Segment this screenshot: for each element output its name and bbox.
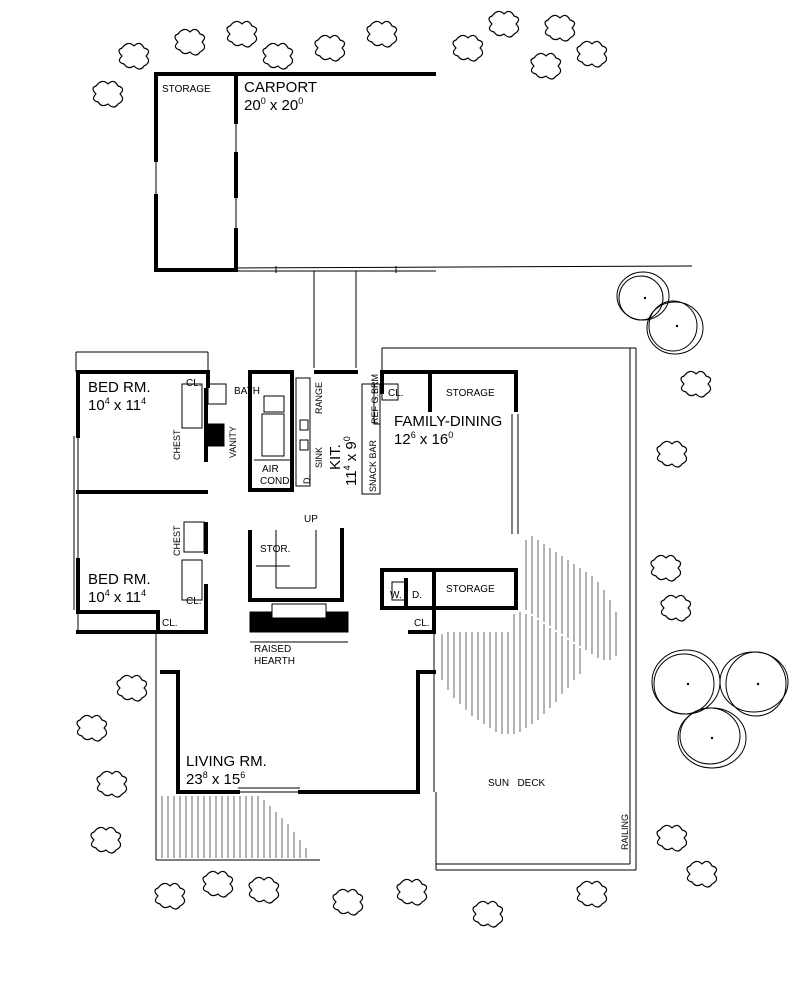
storage-family-label: STORAGE [446, 388, 495, 399]
carport-walls [154, 72, 693, 368]
cl-bed1-label: CL. [186, 378, 202, 389]
air-cond-label-2: COND [260, 476, 289, 487]
family-dining-name: FAMILY-DINING [394, 413, 502, 430]
storage-lower-label: STORAGE [446, 584, 495, 595]
landscaping [76, 10, 789, 928]
refg-label: REF G. [370, 394, 380, 424]
bed-rm-1-dimensions: 104 x 114 [88, 396, 146, 414]
raised-hearth-label-2: HEARTH [254, 656, 295, 667]
dryer-label: D. [412, 590, 422, 601]
vanity-label: VANITY [228, 426, 238, 458]
carport-storage-label: STORAGE [162, 84, 211, 95]
snack-bar-label: SNACK BAR [368, 439, 378, 492]
sun-shading [161, 536, 617, 858]
bed-rm-2-dimensions: 104 x 114 [88, 588, 146, 606]
kitchen-name: KIT. [327, 444, 344, 470]
bath-label: BATH [234, 386, 260, 397]
cl-bed2-side-label: CL. [186, 596, 202, 607]
stair-up-label: UP [304, 514, 318, 525]
stor-label: STOR. [260, 544, 290, 555]
tree-icon [616, 271, 704, 355]
chest-2-label: CHEST [172, 525, 182, 556]
railing-label: RAILING [620, 814, 630, 850]
cl-lower-label: CL. [414, 618, 430, 629]
sink-label: SINK [314, 447, 324, 468]
house-walls [73, 370, 519, 861]
chest-1-label: CHEST [172, 429, 182, 460]
shrub-icon [76, 10, 718, 928]
kitchen-fixtures [181, 377, 407, 601]
brm-label: BRM [370, 374, 380, 394]
range-label: RANGE [314, 382, 324, 414]
kitchen-dimensions: 114 x 90 [342, 436, 360, 486]
cl-family-label: CL. [388, 388, 404, 399]
dishwasher-label: D. [302, 475, 312, 484]
raised-hearth-label-1: RAISED [254, 644, 291, 655]
bed-rm-2-name: BED RM. [88, 571, 151, 588]
living-rm-dimensions: 238 x 156 [186, 770, 245, 788]
tree-icon [651, 649, 789, 769]
living-rm-name: LIVING RM. [186, 753, 267, 770]
sun-deck [75, 347, 637, 871]
carport-dimensions: 200 x 200 [244, 96, 303, 114]
sun-deck-label: SUN DECK [488, 778, 546, 789]
family-dining-dimensions: 126 x 160 [394, 430, 453, 448]
washer-label: W. [390, 590, 402, 601]
air-cond-label-1: AIR [262, 464, 279, 475]
bed-rm-1-name: BED RM. [88, 379, 151, 396]
carport-name: CARPORT [244, 79, 317, 96]
cl-bed2-bottom-label: CL. [162, 618, 178, 629]
